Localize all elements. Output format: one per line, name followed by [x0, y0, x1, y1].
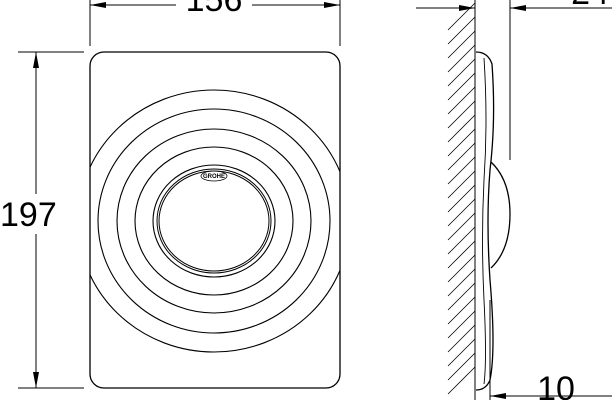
height-arrow-bottom [33, 372, 39, 388]
ring-1 [90, 89, 340, 353]
plate-outline [89, 51, 341, 389]
width-arrow-right [324, 2, 340, 8]
ring-2 [97, 108, 331, 334]
grohe-logo: GROHE [200, 170, 228, 182]
side-bottom-arrow [490, 393, 506, 399]
height-label-mask [0, 194, 72, 234]
hatch-line [447, 142, 476, 171]
hatch-line [447, 30, 476, 59]
height-dimension: 197 [0, 51, 84, 389]
side-bottom-dimension: 10 [489, 300, 612, 400]
plate-profile-inner [482, 57, 487, 385]
hatch-line [447, 268, 476, 297]
hatch-line [447, 184, 476, 213]
hatch-line [447, 58, 476, 87]
hatch-line [447, 212, 476, 241]
button-profile [490, 161, 511, 269]
height-arrow-top [33, 52, 39, 68]
hatch-line [447, 86, 476, 115]
ring-4 [134, 146, 294, 296]
hatch-line [447, 338, 476, 367]
logo-text: GROHE [203, 174, 225, 180]
hatch-line [447, 198, 476, 227]
side-view: 24 10 [416, 0, 612, 400]
hatch-line [447, 156, 476, 185]
width-label: 156 [186, 0, 243, 19]
hatch-line [447, 72, 476, 101]
side-top-arrow-left [459, 5, 475, 11]
plate-profile-outer [475, 51, 495, 391]
side-bottom-label: 10 [537, 370, 575, 400]
wall-hatching [447, 0, 476, 400]
hatch-line [447, 170, 476, 199]
side-top-label: 24 [571, 0, 609, 12]
flush-button-outer [156, 168, 272, 274]
flush-plate-front: GROHE [89, 51, 341, 389]
hatch-line [447, 324, 476, 353]
hatch-line [447, 254, 476, 283]
hatch-line [447, 16, 476, 45]
hatch-line [447, 366, 476, 395]
width-dimension: 156 [89, 0, 341, 46]
hatch-line [447, 100, 476, 129]
side-top-label-mask [530, 0, 612, 6]
ring-pattern [90, 89, 340, 353]
height-label: 197 [0, 196, 57, 234]
hatch-line [447, 296, 476, 325]
ring-3 [116, 128, 312, 314]
width-label-mask [176, 0, 252, 14]
flush-button-inner [158, 170, 270, 272]
hatch-line [447, 226, 476, 255]
width-arrow-left [90, 2, 106, 8]
hatch-line [447, 240, 476, 269]
hatch-line [447, 282, 476, 311]
hatch-line [447, 310, 476, 339]
hatch-line [447, 114, 476, 143]
side-bottom-label-mask [526, 370, 586, 395]
logo-oval [200, 170, 228, 182]
hatch-line [447, 44, 476, 73]
side-top-arrow-right [510, 5, 526, 11]
side-top-dimension: 24 [416, 0, 612, 160]
hatch-line [447, 352, 476, 381]
ring-5 [152, 164, 276, 278]
hatch-line [447, 128, 476, 157]
